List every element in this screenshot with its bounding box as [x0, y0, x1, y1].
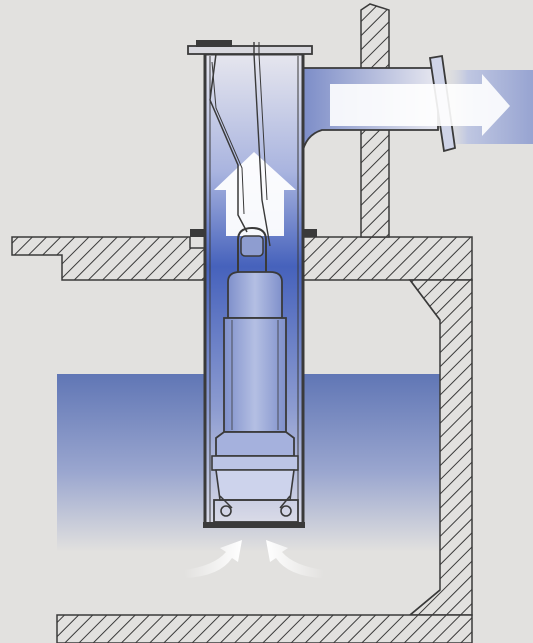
inflow-arrow-icon-right: [266, 540, 324, 578]
column-cover: [187, 45, 313, 55]
mount-clamp-right: [303, 229, 317, 237]
column-bottom: [203, 522, 305, 528]
inflow-arrow-icon: [184, 540, 242, 578]
flow-arrow-up-icon: [214, 152, 296, 236]
flow-arrow-out-icon: [330, 74, 510, 136]
cable-gland: [196, 40, 232, 47]
floor-slab-right: [301, 236, 473, 281]
lifting-chain: [209, 53, 248, 233]
power-cable: [253, 42, 271, 247]
mount-clamp-left: [190, 229, 205, 237]
submersible-pump: [211, 226, 299, 523]
sump-floor: [56, 614, 473, 643]
